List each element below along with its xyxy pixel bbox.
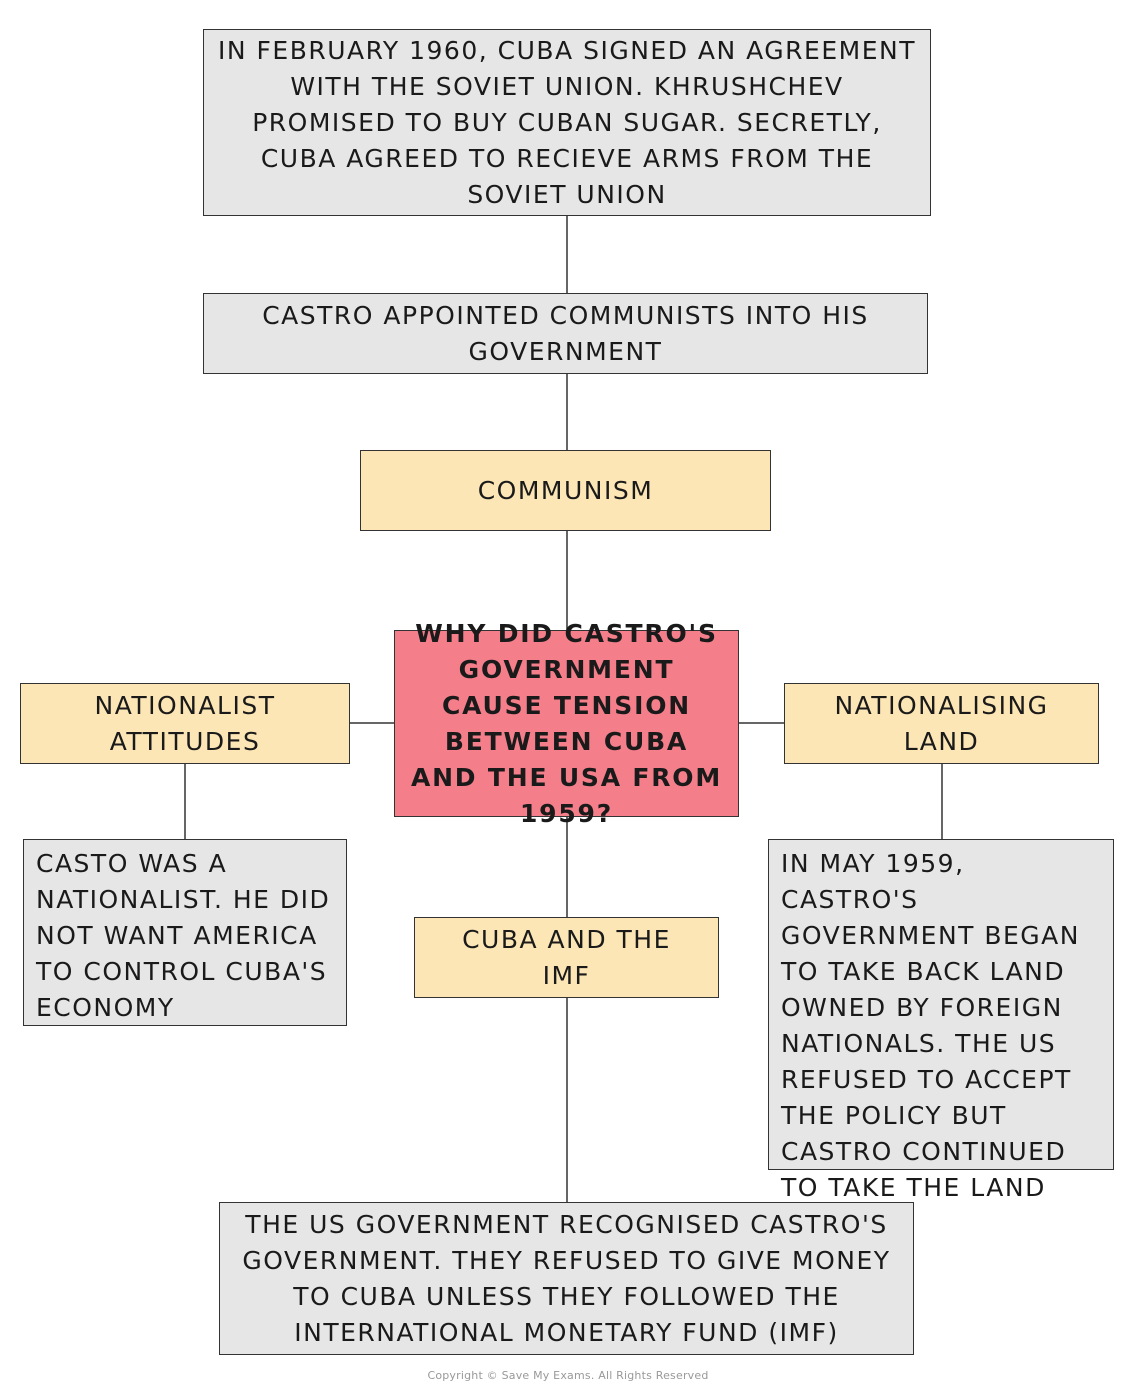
- central-question-text: WHY DID CASTRO'S GOVERNMENT CAUSE TENSIO…: [410, 618, 723, 828]
- communism-box: COMMUNISM: [360, 450, 771, 531]
- nationalising-land-label: NATIONALISING LAND: [834, 690, 1049, 756]
- cuba-imf-box: CUBA AND THE IMF: [414, 917, 719, 998]
- nationalist-attitudes-box: NATIONALIST ATTITUDES: [20, 683, 350, 764]
- cuba-imf-label: CUBA AND THE IMF: [462, 924, 671, 990]
- nationalising-land-box: NATIONALISING LAND: [784, 683, 1099, 764]
- central-question-box: WHY DID CASTRO'S GOVERNMENT CAUSE TENSIO…: [394, 619, 739, 828]
- soviet-agreement-box: IN FEBRUARY 1960, CUBA SIGNED AN AGREEME…: [203, 29, 931, 216]
- communist-appointments-text: CASTRO APPOINTED COMMUNISTS INTO HIS GOV…: [262, 300, 869, 366]
- nationalist-attitudes-label: NATIONALIST ATTITUDES: [94, 690, 276, 756]
- copyright-notice: Copyright © Save My Exams. All Rights Re…: [427, 1369, 709, 1382]
- nationalist-detail-text: CASTO WAS A NATIONALIST. HE DID NOT WANT…: [36, 849, 331, 1022]
- communism-label: COMMUNISM: [477, 475, 654, 505]
- nationalising-detail-text: IN MAY 1959, CASTRO'S GOVERNMENT BEGAN T…: [781, 849, 1080, 1202]
- communist-appointments-box: CASTRO APPOINTED COMMUNISTS INTO HIS GOV…: [203, 293, 928, 374]
- nationalising-detail-box: IN MAY 1959, CASTRO'S GOVERNMENT BEGAN T…: [768, 839, 1114, 1202]
- soviet-agreement-text: IN FEBRUARY 1960, CUBA SIGNED AN AGREEME…: [218, 35, 916, 209]
- imf-detail-box: THE US GOVERNMENT RECOGNISED CASTRO'S GO…: [219, 1202, 914, 1355]
- nationalist-detail-box: CASTO WAS A NATIONALIST. HE DID NOT WANT…: [23, 839, 347, 1026]
- imf-detail-text: THE US GOVERNMENT RECOGNISED CASTRO'S GO…: [242, 1209, 891, 1347]
